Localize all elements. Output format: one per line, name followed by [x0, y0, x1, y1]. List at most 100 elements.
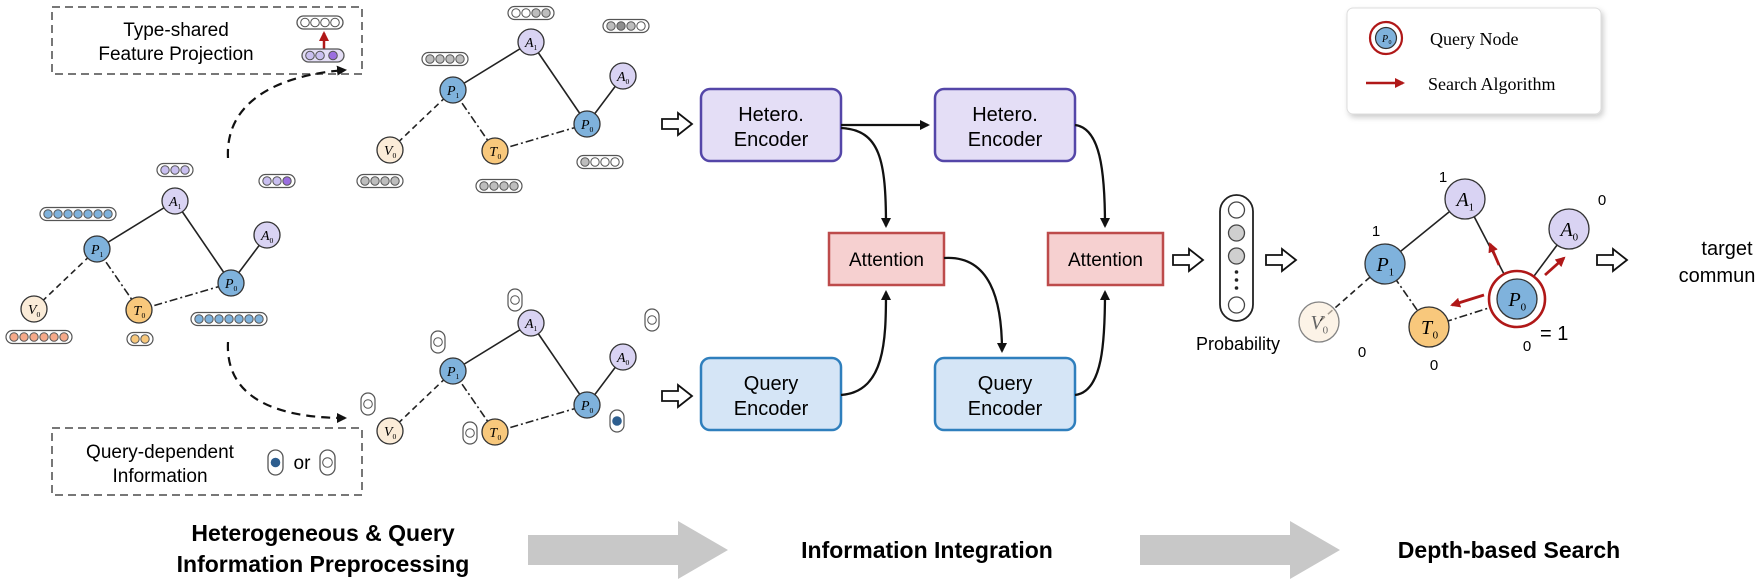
- query-dependent-info-box: Query-dependent Information or: [51, 427, 363, 496]
- stage1-title-line1: Heterogeneous & Query: [191, 520, 454, 546]
- search-arrow-to-a1: [1488, 242, 1501, 266]
- query-filled-indicator-icon: [267, 449, 284, 476]
- node-p0-label: P: [224, 277, 234, 292]
- proj-pill-p0: [576, 154, 624, 170]
- legend-query-node-icon: P 0: [1368, 20, 1404, 56]
- proj-pill-p1: [421, 51, 469, 67]
- feature-pill-p1: [39, 206, 117, 222]
- node-p1-label: P: [446, 365, 456, 380]
- hollow-arrow-target: [1596, 247, 1629, 273]
- node-a0-label: A: [616, 351, 626, 366]
- feature-pill-a0: [258, 173, 296, 189]
- proj-pill-t0: [475, 178, 523, 194]
- hetero-encoder-1-line2: Encoder: [734, 129, 809, 151]
- node-a0-subscript: 0: [1573, 232, 1579, 244]
- to-query-info-arrow: [226, 341, 347, 423]
- node-p1-subscript: 1: [1389, 267, 1395, 279]
- node-v0-label: V: [384, 144, 394, 159]
- stage3-title: Depth-based Search: [1398, 537, 1620, 563]
- stage2-title: Information Integration: [801, 537, 1053, 563]
- hetero-encoder-2-line2: Encoder: [968, 129, 1043, 151]
- depth-value-p0: 0: [1523, 338, 1531, 355]
- node-v0-subscript: 0: [393, 432, 397, 441]
- node-a0-label: A: [1558, 219, 1573, 241]
- target-community-line2: community: [1679, 265, 1755, 287]
- query-pill-v0: [360, 392, 376, 416]
- depth-value-p1: 1: [1372, 223, 1380, 240]
- query-encoder-1: Query Encoder: [699, 356, 843, 432]
- target-community-line1: target: [1701, 238, 1753, 260]
- query-pill-a0: [644, 308, 660, 332]
- attention-block-1: Attention: [827, 231, 946, 287]
- stage-arrow-1: [528, 521, 728, 579]
- hollow-arrow-to-prob: [1172, 247, 1205, 273]
- node-a0-label: A: [616, 70, 626, 85]
- hollow-arrow-from-prob: [1265, 247, 1298, 273]
- node-a1-subscript: 1: [1469, 202, 1475, 214]
- node-p0-subscript: 0: [590, 125, 594, 134]
- query-dependent-line2: Information: [112, 466, 207, 487]
- node-a0-subscript: 0: [270, 236, 274, 245]
- node-v0-label: V: [1310, 312, 1325, 334]
- proj-pill-v0: [356, 173, 404, 189]
- attention-block-2: Attention: [1046, 231, 1165, 287]
- hollow-arrow-hetero: [661, 111, 694, 137]
- proj-pill-a1: [507, 5, 555, 21]
- node-v0-label: V: [384, 425, 394, 440]
- node-t0-label: T: [489, 426, 498, 441]
- stage-arrow-2: [1140, 521, 1340, 579]
- hollow-arrow-query: [661, 383, 694, 409]
- node-a0-label: A: [260, 229, 270, 244]
- attention-2-label: Attention: [1068, 250, 1143, 271]
- node-a1-label: A: [524, 36, 534, 51]
- query-pill-p1: [430, 330, 446, 354]
- node-p0-label: P: [580, 118, 590, 133]
- node-a1-label: A: [168, 195, 178, 210]
- node-a0-subscript: 0: [626, 77, 630, 86]
- legend: P 0 Query Node Search Algorithm: [1346, 7, 1602, 115]
- probability-vector: [1219, 194, 1254, 322]
- node-a1-label: A: [524, 317, 534, 332]
- node-a1-subscript: 1: [534, 324, 538, 333]
- proj-pill-a0: [602, 18, 650, 34]
- query-encoder-1-line2: Encoder: [734, 398, 809, 420]
- integration-connections: [840, 120, 1110, 397]
- depth-value-a0: 0: [1598, 192, 1606, 209]
- node-t0-label: T: [133, 304, 142, 319]
- query-encoder-1-line1: Query: [744, 373, 798, 395]
- node-t0-subscript: 0: [1433, 330, 1439, 342]
- svg-text:0: 0: [1389, 40, 1392, 46]
- node-p1-subscript: 1: [456, 91, 460, 100]
- svg-text:P: P: [1381, 34, 1388, 45]
- search-arrow-to-t0: [1450, 293, 1485, 308]
- node-a0-subscript: 0: [626, 358, 630, 367]
- node-p1-label: P: [1375, 254, 1388, 276]
- depth-value-a1: 1: [1439, 169, 1447, 186]
- node-p0-label: P: [1507, 289, 1520, 311]
- depth-value-v0: 0: [1358, 344, 1366, 361]
